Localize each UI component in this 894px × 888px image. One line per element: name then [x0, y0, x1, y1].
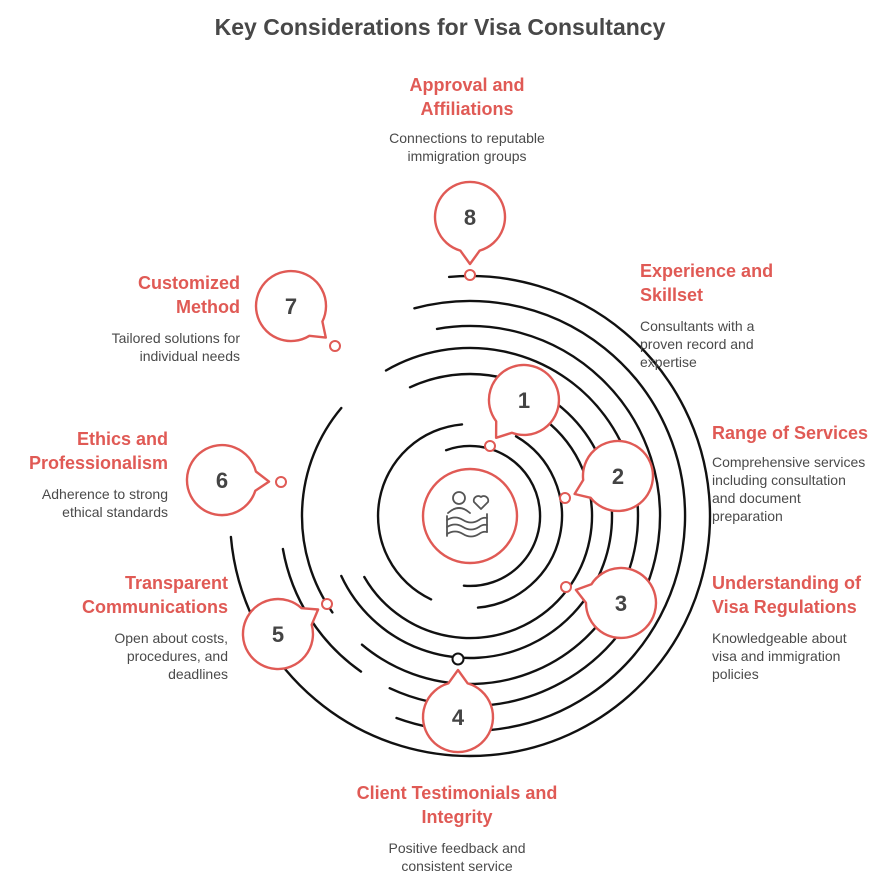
- number-bubble: [185, 443, 271, 517]
- number-bubble: [573, 439, 655, 513]
- label-2: Range of Services Comprehensive services…: [712, 423, 869, 524]
- step-number: 4: [452, 705, 465, 730]
- marker-dot: [559, 492, 571, 504]
- step-number: 7: [285, 294, 297, 319]
- ring-arc: [300, 406, 343, 614]
- label-5: Transparent Communications Open about co…: [81, 573, 228, 682]
- number-bubble: [254, 269, 328, 343]
- marker-dot: [451, 652, 465, 666]
- number-bubble: [487, 363, 561, 439]
- number-bubble: [421, 668, 495, 754]
- step-number: 1: [518, 388, 530, 413]
- callout-5: 5: [241, 597, 333, 671]
- step-number: 2: [612, 464, 624, 489]
- page-title: Key Considerations for Visa Consultancy: [214, 14, 666, 40]
- step-number: 3: [615, 591, 627, 616]
- label-1: Experience and Skillset Consultants with…: [640, 261, 774, 370]
- label-3: Understanding of Visa Regulations Knowle…: [712, 573, 861, 682]
- marker-dot: [484, 440, 496, 452]
- ring-arc: [476, 435, 564, 609]
- label-7: Customized Method Tailored solutions for…: [111, 273, 240, 364]
- callout-6: 6: [185, 443, 287, 517]
- people-heart-flag-icon: [446, 491, 490, 538]
- number-bubble: [433, 180, 507, 266]
- ring-arc: [376, 423, 464, 601]
- callout-1: 1: [484, 363, 561, 452]
- marker-dot: [464, 269, 476, 281]
- label-6: Ethics and Professionalism Adherence to …: [28, 429, 168, 520]
- ring-arc: [388, 324, 662, 708]
- step-number: 6: [216, 468, 228, 493]
- marker-dot: [560, 581, 572, 593]
- label-4: Client Testimonials and Integrity Positi…: [356, 783, 558, 874]
- center-badge: [421, 467, 519, 565]
- ring-arc: [229, 274, 712, 758]
- marker-dot: [321, 598, 333, 610]
- callout-4: 4: [421, 652, 495, 754]
- label-8: Approval and Affiliations Connections to…: [389, 75, 545, 164]
- ring-arc: [395, 299, 687, 733]
- number-bubble: [241, 597, 320, 671]
- step-number: 5: [272, 622, 284, 647]
- callout-8: 8: [433, 180, 507, 281]
- ring-arc: [444, 444, 542, 588]
- callout-2: 2: [559, 439, 655, 513]
- marker-dot: [275, 476, 287, 488]
- step-number: 8: [464, 205, 476, 230]
- number-bubble: [574, 566, 658, 640]
- callout-3: 3: [560, 566, 658, 640]
- callout-7: 7: [254, 269, 341, 352]
- ring-arcs: [229, 274, 712, 758]
- marker-dot: [329, 340, 341, 352]
